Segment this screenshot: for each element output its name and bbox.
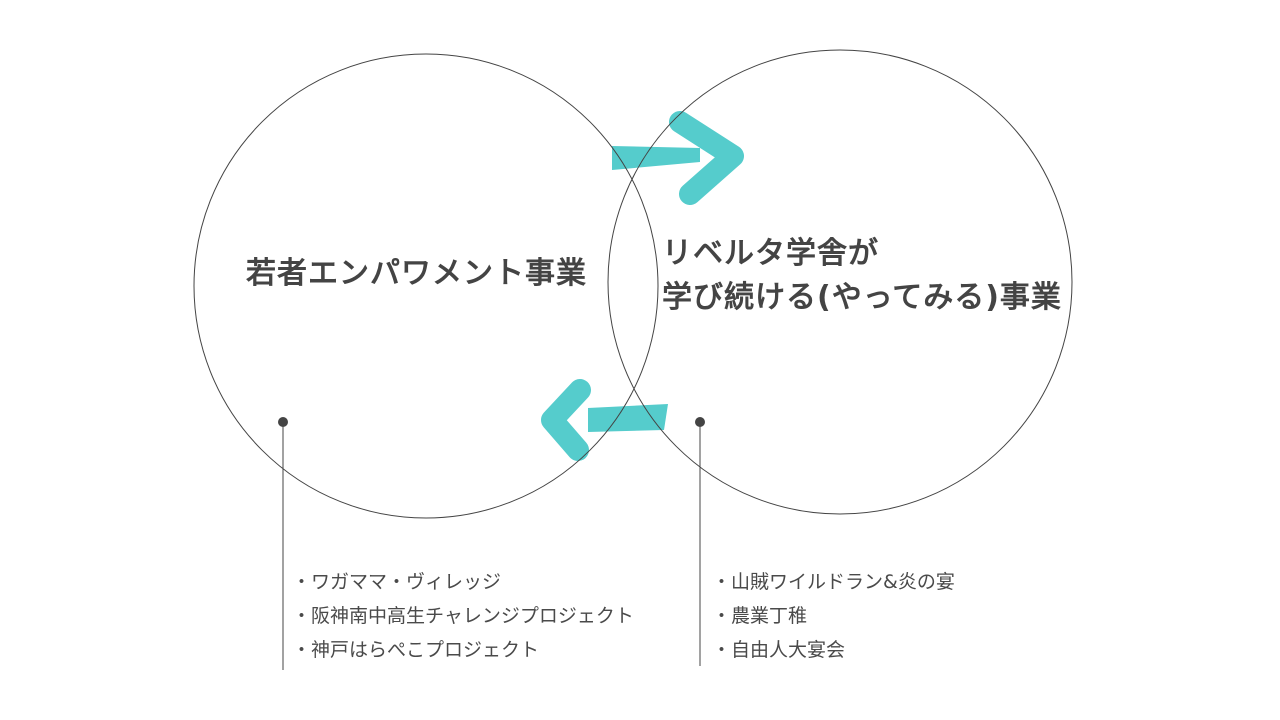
list-item: 山賊ワイルドラン&炎の宴 xyxy=(712,565,955,599)
list-item: ワガママ・ヴィレッジ xyxy=(292,565,634,599)
list-item: 神戸はらぺこプロジェクト xyxy=(292,633,634,667)
list-item: 農業丁稚 xyxy=(712,599,955,633)
left-arrow-icon xyxy=(541,379,668,461)
right-circle-title: リベルタ学舎が 学び続ける(やってみる)事業 xyxy=(662,232,1062,320)
left-circle-title: 若者エンパワメント事業 xyxy=(246,256,587,291)
right-arrow-icon xyxy=(612,111,744,205)
list-item: 阪神南中高生チャレンジプロジェクト xyxy=(292,599,634,633)
right-project-list: 山賊ワイルドラン&炎の宴 農業丁稚 自由人大宴会 xyxy=(712,565,955,667)
left-pointer xyxy=(278,417,288,670)
right-circle xyxy=(607,49,1073,515)
left-circle xyxy=(193,53,659,519)
left-project-list: ワガママ・ヴィレッジ 阪神南中高生チャレンジプロジェクト 神戸はらぺこプロジェク… xyxy=(292,565,634,667)
list-item: 自由人大宴会 xyxy=(712,633,955,667)
right-circle-title-line-1: リベルタ学舎が xyxy=(662,236,879,271)
right-circle-title-line-2: 学び続ける(やってみる)事業 xyxy=(662,280,1062,315)
right-pointer xyxy=(695,417,705,666)
